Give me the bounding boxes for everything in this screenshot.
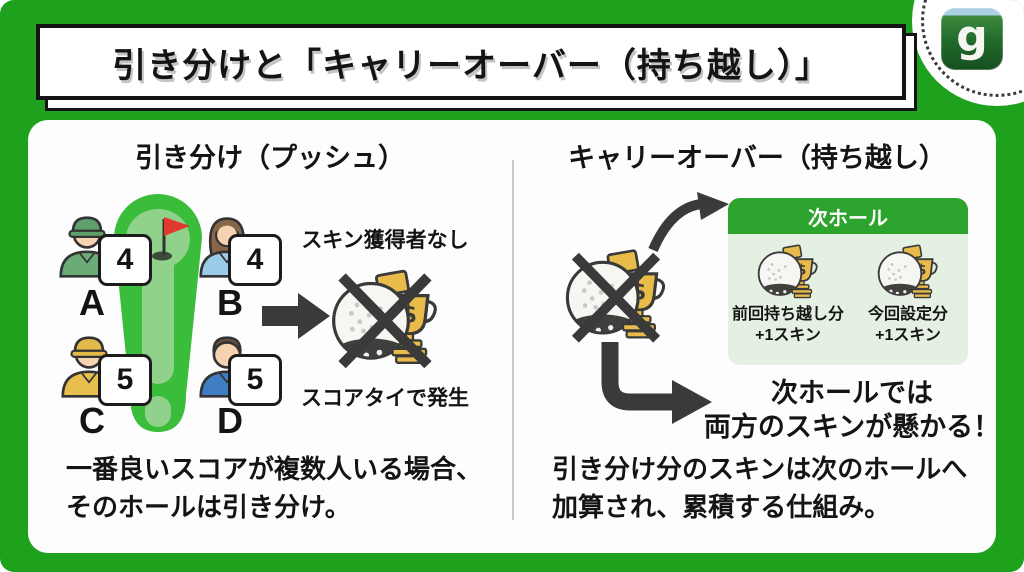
carryover-skin-crossed-icon xyxy=(563,242,669,348)
score-tie-label: スコアタイで発生 xyxy=(301,387,469,410)
player-label-d: D xyxy=(217,400,243,441)
logo-letter: g xyxy=(956,11,988,62)
golf-ball-trophy-icon xyxy=(876,240,940,304)
score-badge-b: 4 xyxy=(228,234,282,286)
score-badge-a: 4 xyxy=(98,234,152,286)
column-divider xyxy=(512,160,514,520)
current-skin-label: 今回設定分 +1スキン xyxy=(867,306,948,344)
score-badge-d: 5 xyxy=(228,354,282,406)
player-label-b: B xyxy=(217,282,243,323)
next-hole-header: 次ホール xyxy=(728,198,968,234)
title-banner: 引き分けと「キャリーオーバー（持ち越し）」 xyxy=(36,24,906,100)
skin-crossed-icon xyxy=(329,262,441,374)
next-hole-body: 前回持ち越し分 +1スキン 今回設定分 +1スキン xyxy=(728,234,968,346)
elbow-down-right-arrow-icon xyxy=(601,342,712,424)
left-description: 一番良いスコアが複数人いる場合、 そのホールは引き分け。 xyxy=(66,450,482,526)
right-description: 引き分け分のスキンは次のホールへ 加算され、累積する仕組み。 xyxy=(552,450,967,526)
score-badge-c: 5 xyxy=(98,354,152,406)
player-label-c: C xyxy=(79,400,105,441)
next-hole-item-current: 今回設定分 +1スキン xyxy=(852,240,964,346)
carryover-skin-label: 前回持ち越し分 +1スキン xyxy=(732,306,845,344)
right-description-line1: 引き分け分のスキンは次のホールへ xyxy=(552,454,968,484)
no-skin-winner-label: スキン獲得者なし xyxy=(301,229,469,252)
curved-up-arrow-icon xyxy=(648,192,729,253)
next-hole-item-carryover: 前回持ち越し分 +1スキン xyxy=(732,240,844,346)
player-label-a: A xyxy=(79,282,105,323)
left-description-line2: そのホールは引き分け。 xyxy=(66,492,351,522)
content-panel: 引き分け（プッシュ） 4 A 4 xyxy=(28,120,1000,553)
app-logo-g-icon: g xyxy=(941,8,1003,70)
right-description-line2: 加算され、累積する仕組み。 xyxy=(552,492,891,522)
left-description-line1: 一番良いスコアが複数人いる場合、 xyxy=(66,454,483,484)
hole-cup xyxy=(152,251,172,261)
red-flag-icon xyxy=(164,217,190,236)
block-right-arrow-icon xyxy=(262,293,330,339)
golf-ball-trophy-icon xyxy=(756,240,820,304)
next-hole-card: 次ホール 前回持ち越し分 +1スキン 今回設定分 xyxy=(728,198,968,365)
page-title: 引き分けと「キャリーオーバー（持ち越し）」 xyxy=(112,46,830,85)
left-heading: 引き分け（プッシュ） xyxy=(135,143,405,173)
result-line2: 両方のスキンが懸かる！ xyxy=(703,412,1001,442)
result-text: 次ホールでは 両方のスキンが懸かる！ xyxy=(702,376,1002,444)
result-line1: 次ホールでは xyxy=(771,378,933,408)
right-heading: キャリーオーバー（持ち越し） xyxy=(568,143,946,173)
